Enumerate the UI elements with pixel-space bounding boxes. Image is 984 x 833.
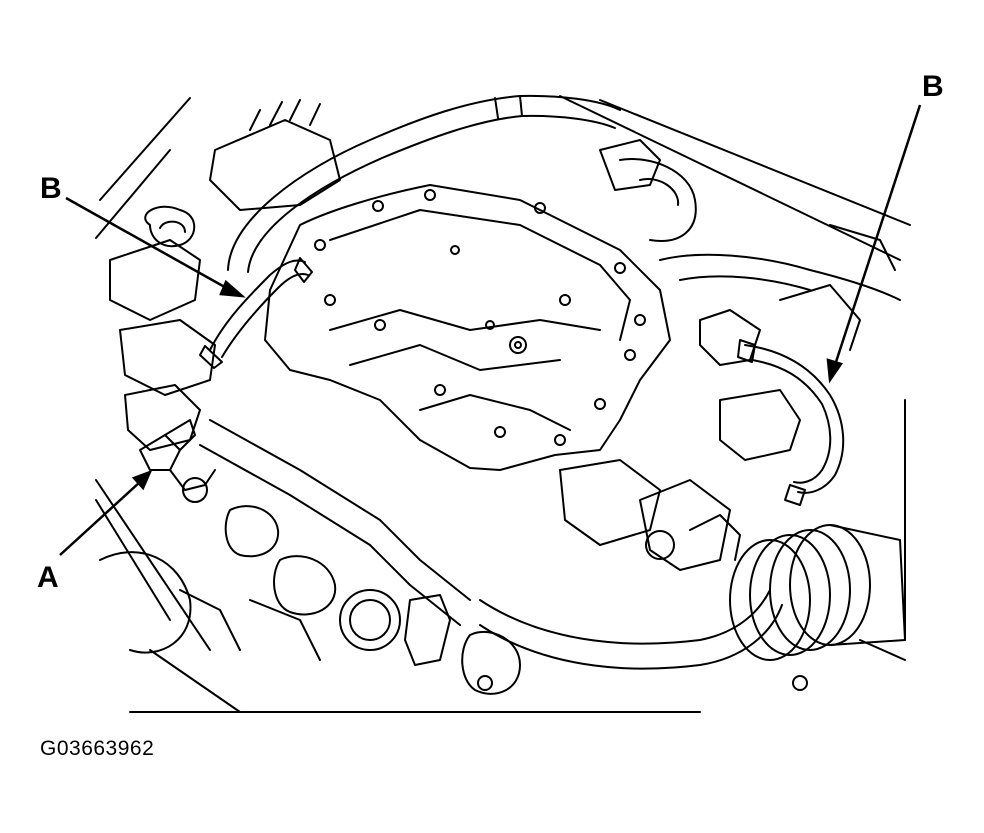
callout-a: A xyxy=(37,561,59,594)
leader-a xyxy=(59,469,153,556)
intake-duct xyxy=(729,524,906,691)
engine-bay-frame xyxy=(95,95,911,713)
right-breather-hose xyxy=(737,339,845,506)
right-engine-details xyxy=(599,139,901,461)
lower-hose xyxy=(479,589,783,670)
callout-b-right: B xyxy=(922,70,944,103)
leader-b-right xyxy=(826,104,922,384)
sensor-a xyxy=(139,419,216,503)
leader-b-left xyxy=(65,196,246,298)
upper-hose xyxy=(227,94,621,273)
figure-id: G03663962 xyxy=(40,737,155,760)
lower-engine-details xyxy=(179,419,741,695)
callout-b-left: B xyxy=(40,172,62,205)
intake-manifold-cover xyxy=(264,184,671,471)
throttle-body-area xyxy=(99,99,341,654)
left-breather-hose xyxy=(199,257,313,369)
